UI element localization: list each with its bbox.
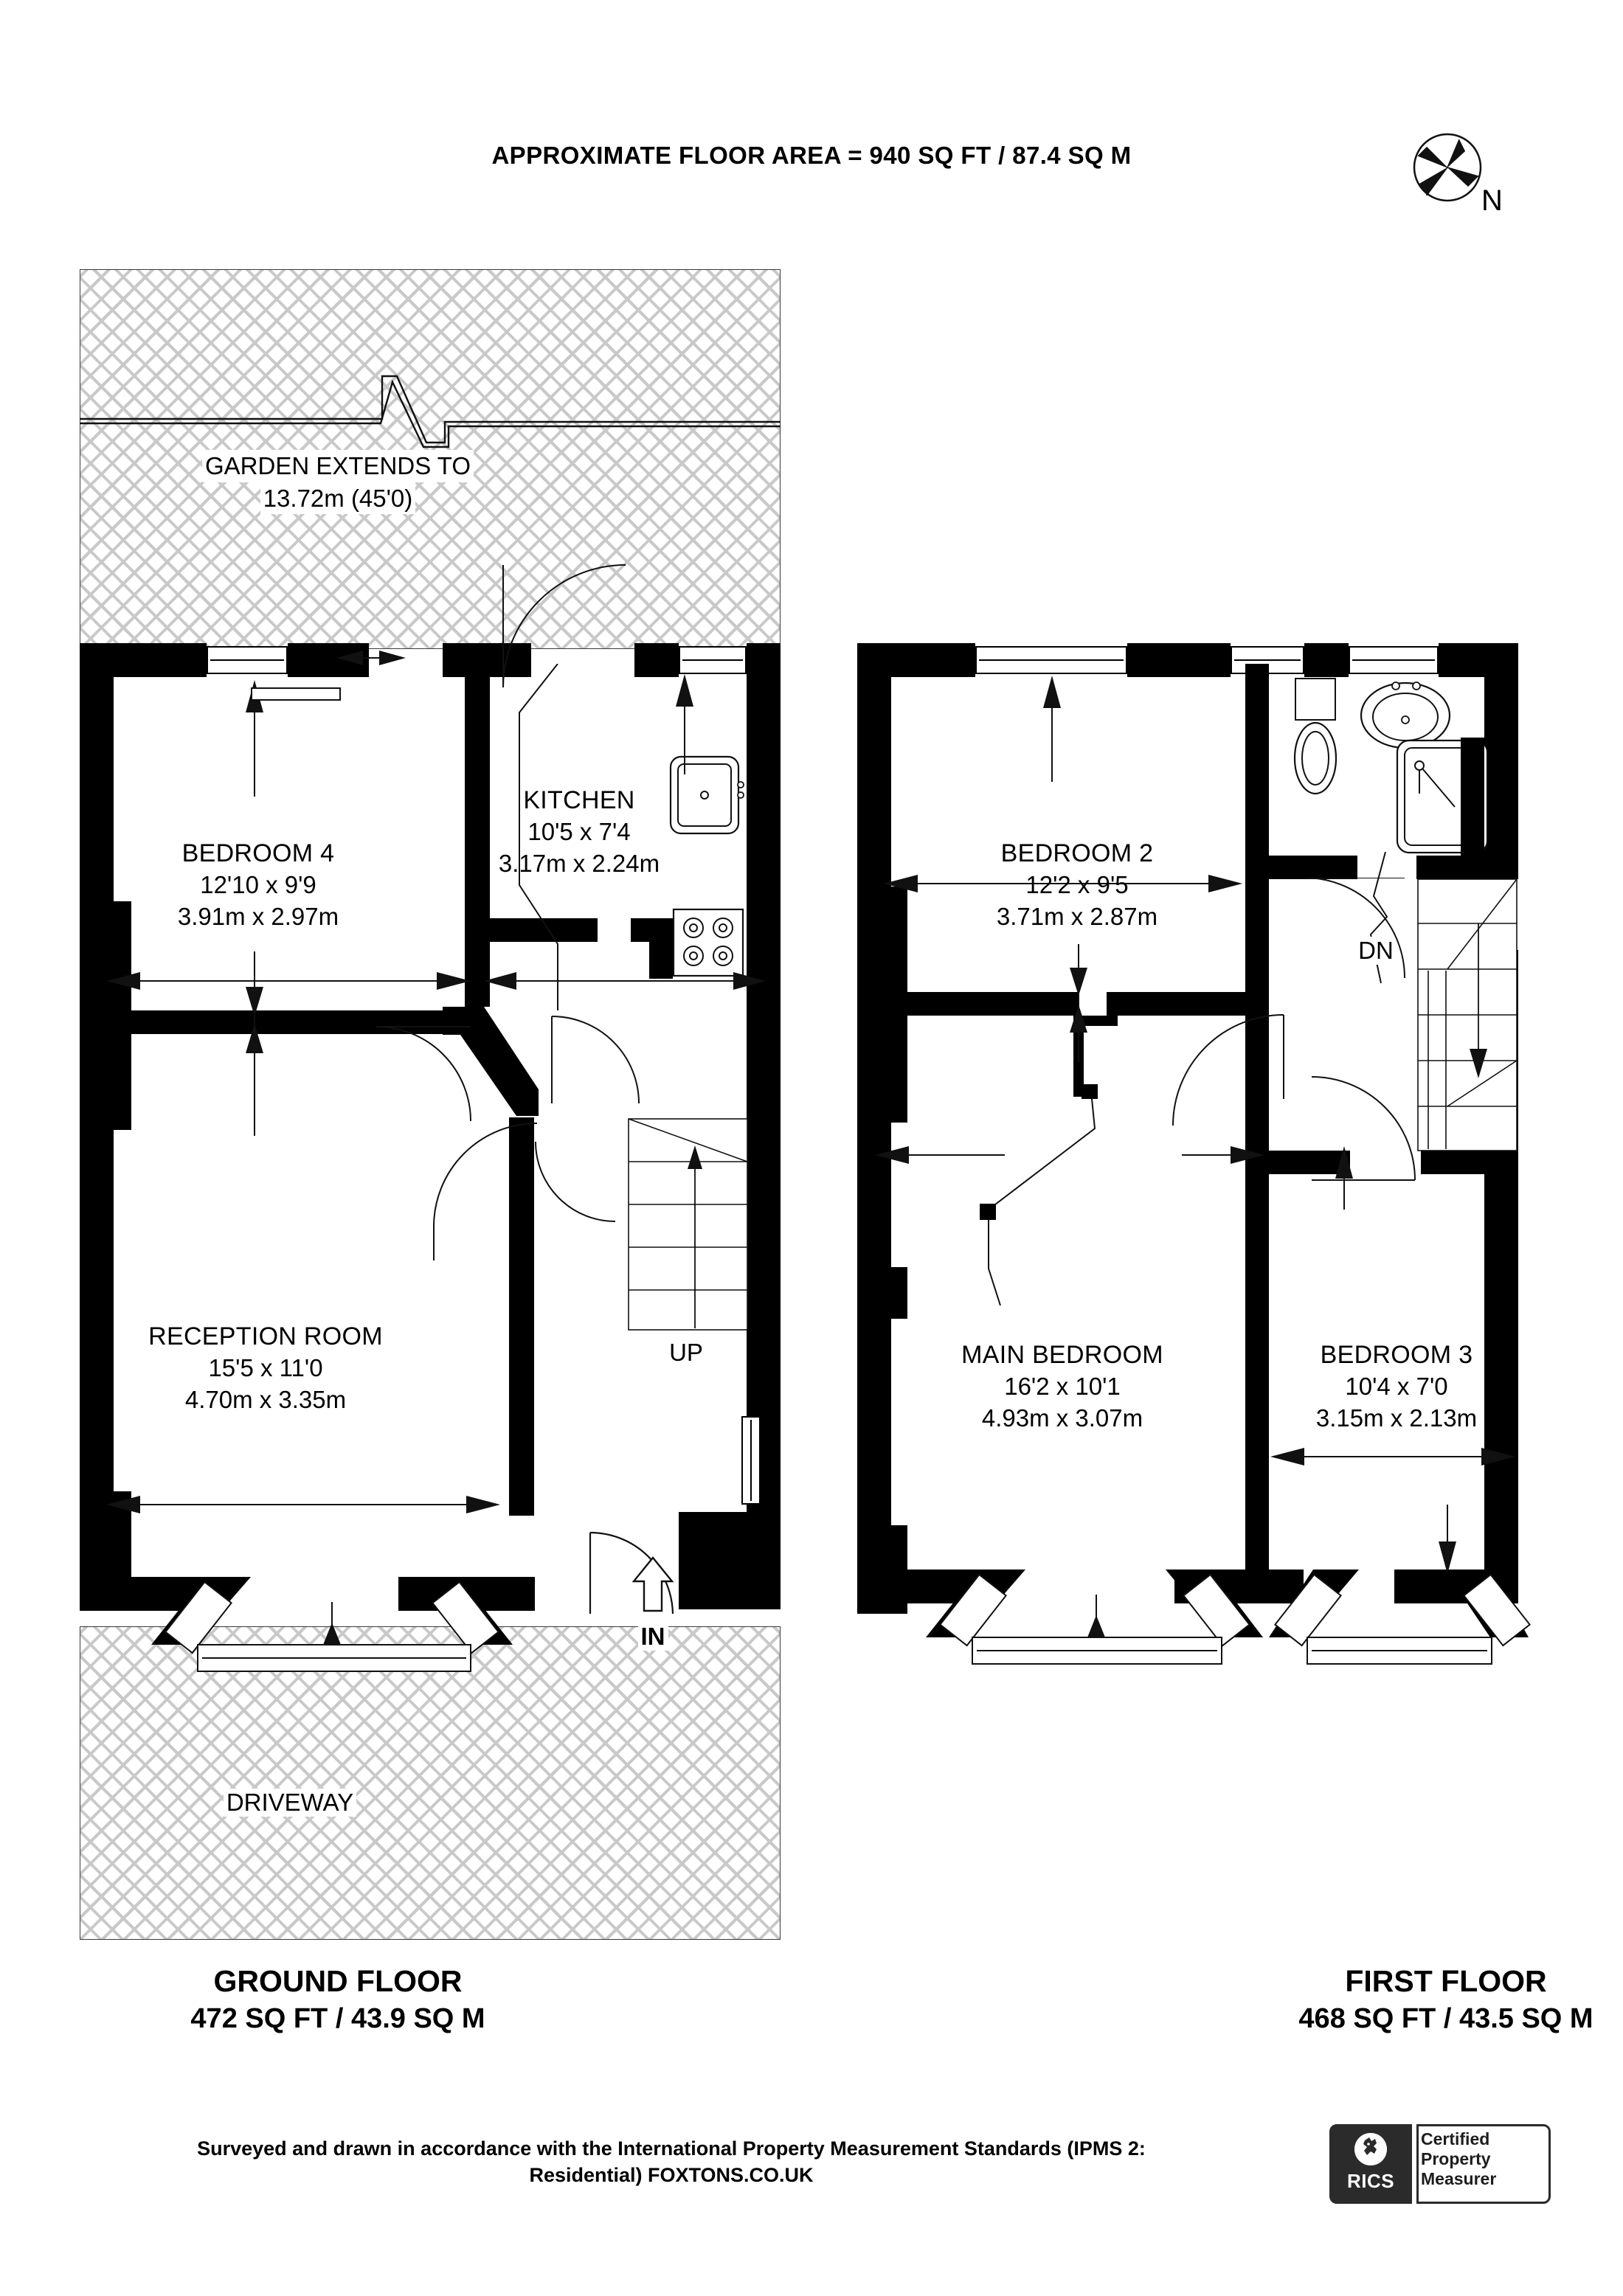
exterior-wall-bottom-hall (679, 1512, 781, 1609)
ff-main-bedroom-door-detail (980, 1084, 1098, 1306)
ground-floor-caption: GROUND FLOOR 472 SQ FT / 43.9 SQ M (190, 1964, 485, 2035)
ff-exterior-wall-top-3 (1304, 643, 1349, 677)
interior-wall-reception-right (509, 1117, 534, 1302)
ff-bay-window-main (926, 1570, 1263, 1665)
ff-exterior-wall-right (1484, 643, 1518, 879)
exterior-wall-right (747, 643, 781, 909)
exterior-wall-left (80, 643, 114, 901)
staircase-down (1417, 878, 1518, 1151)
exterior-wall-left-3 (80, 1130, 114, 1491)
room-label-kitchen: KITCHEN 10'5 x 7'4 3.17m x 2.24m (498, 786, 660, 878)
ff-window-bedroom2 (975, 646, 1127, 674)
room-label-bedroom-2: BEDROOM 2 12'2 x 9'5 3.71m x 2.87m (996, 839, 1158, 931)
ff-exterior-wall-left (857, 643, 891, 887)
door-arc-reception (433, 1123, 538, 1260)
footer-line-2: Residential) FOXTONS.CO.UK (529, 2164, 814, 2187)
compass-north-label: N (1481, 184, 1503, 217)
ff-interior-wall-bed2-bath (1245, 664, 1269, 878)
rics-text-line-2: Property (1421, 2149, 1491, 2169)
ff-exterior-wall-top-4 (1439, 643, 1484, 677)
ff-interior-wall-bed2-landing (1245, 878, 1269, 1014)
stairs-down-label: DN (1335, 937, 1416, 965)
interior-wall-bedroom4-reception (114, 1010, 482, 1034)
toilet-icon (1293, 678, 1337, 795)
dimension-arrows-ground (106, 651, 766, 1513)
rear-step-marker (251, 687, 341, 701)
first-floor-plan: DN (812, 0, 1623, 2034)
exterior-wall-top-4 (634, 643, 679, 677)
ff-window-bathroom-2 (1349, 646, 1439, 674)
first-floor-caption: FIRST FLOOR 468 SQ FT / 43.5 SQ M (1298, 1964, 1593, 2035)
ff-exterior-wall-right-3 (1484, 1186, 1518, 1599)
driveway-area (80, 1626, 781, 1940)
entry-label: IN (612, 1623, 693, 1651)
front-door-arc (589, 1531, 674, 1615)
rics-brand-label: RICS (1346, 2170, 1395, 2192)
window-bedroom4-rear (207, 646, 288, 674)
room-label-reception: RECEPTION ROOM 15'5 x 11'0 4.70m x 3.35m (148, 1322, 383, 1414)
garden-line-1: GARDEN EXTENDS TO (201, 450, 474, 482)
ff-interior-wall-bath-bottom (1269, 856, 1357, 879)
garden-extent-label: GARDEN EXTENDS TO 13.72m (45'0) (80, 450, 596, 515)
footer-line-1: Surveyed and drawn in accordance with th… (197, 2137, 1146, 2160)
room-label-bedroom-4: BEDROOM 4 12'10 x 9'9 3.91m x 2.97m (177, 839, 339, 931)
staircase-up (628, 1118, 748, 1331)
ff-exterior-wall-top-2 (1127, 643, 1231, 677)
entry-arrow-icon (631, 1556, 674, 1612)
kitchen-sink-icon (669, 755, 744, 835)
interior-wall-hall-stub-2 (649, 942, 673, 979)
ff-interior-wall-bath-bottom-2 (1416, 856, 1505, 879)
garden-area (80, 269, 781, 649)
interior-wall-reception-right-2 (509, 1302, 534, 1516)
driveway-label: DRIVEWAY (80, 1789, 500, 1817)
rics-text-line-1: Certified (1421, 2129, 1490, 2148)
ff-interior-wall-landing-bed3 (1269, 1151, 1350, 1174)
ff-exterior-wall-left-5 (857, 1319, 891, 1525)
rics-badge-light-block (1416, 2124, 1551, 2204)
ff-interior-wall-bed2-main-2 (1107, 992, 1269, 1016)
page-title: APPROXIMATE FLOOR AREA = 940 SQ FT / 87.… (491, 142, 1132, 169)
ff-exterior-wall-left-4 (857, 1267, 907, 1319)
interior-wall-kitchen-bottom (465, 918, 598, 942)
ff-exterior-wall-left-3 (857, 1123, 891, 1267)
ff-door-arcs-landing (1172, 878, 1416, 1181)
interior-wall-bedroom4-kitchen (465, 664, 490, 1007)
ff-interior-wall-main-bed3 (1245, 1014, 1269, 1173)
garden-line-2: 13.72m (45'0) (260, 482, 416, 515)
rics-lion-icon (1354, 2133, 1387, 2165)
ff-dimension-arrows (875, 676, 1515, 1574)
ff-interior-wall-bed2-main (891, 992, 1079, 1016)
window-hall-side (741, 1416, 761, 1505)
ff-bay-window-bedroom3 (1269, 1570, 1532, 1665)
door-arc-rear (502, 564, 626, 688)
kitchen-hob-icon (672, 908, 744, 977)
window-kitchen-rear (679, 646, 747, 674)
ground-floor-plan: GARDEN EXTENDS TO 13.72m (45'0) DRIVEWAY (0, 0, 812, 2034)
interior-wall-angled (443, 1007, 539, 1116)
rics-certified-badge: RICS Certified Property Measurer (1329, 2124, 1551, 2204)
stairs-up-label: UP (623, 1339, 749, 1367)
ff-bath-wall-right (1461, 738, 1484, 856)
bay-window-reception (151, 1577, 513, 1672)
footer-disclaimer: Surveyed and drawn in accordance with th… (44, 2135, 1298, 2189)
room-label-main-bedroom: MAIN BEDROOM 16'2 x 10'1 4.93m x 3.07m (961, 1341, 1163, 1432)
rics-certification-text: Certified Property Measurer (1421, 2129, 1551, 2189)
kitchen-counter-outline (519, 664, 558, 1010)
garden-break-line (80, 375, 781, 448)
door-arcs-ground-hall (376, 1016, 640, 1222)
ff-interior-wall-main-bed3-2 (1245, 1173, 1269, 1600)
room-label-bedroom-3: BEDROOM 3 10'4 x 7'0 3.15m x 2.13m (1315, 1341, 1478, 1432)
ff-interior-wall-landing-bed3-2 (1421, 1151, 1503, 1174)
compass-rose-icon: N (1402, 129, 1505, 240)
rics-text-line-3: Measurer (1421, 2169, 1497, 2189)
